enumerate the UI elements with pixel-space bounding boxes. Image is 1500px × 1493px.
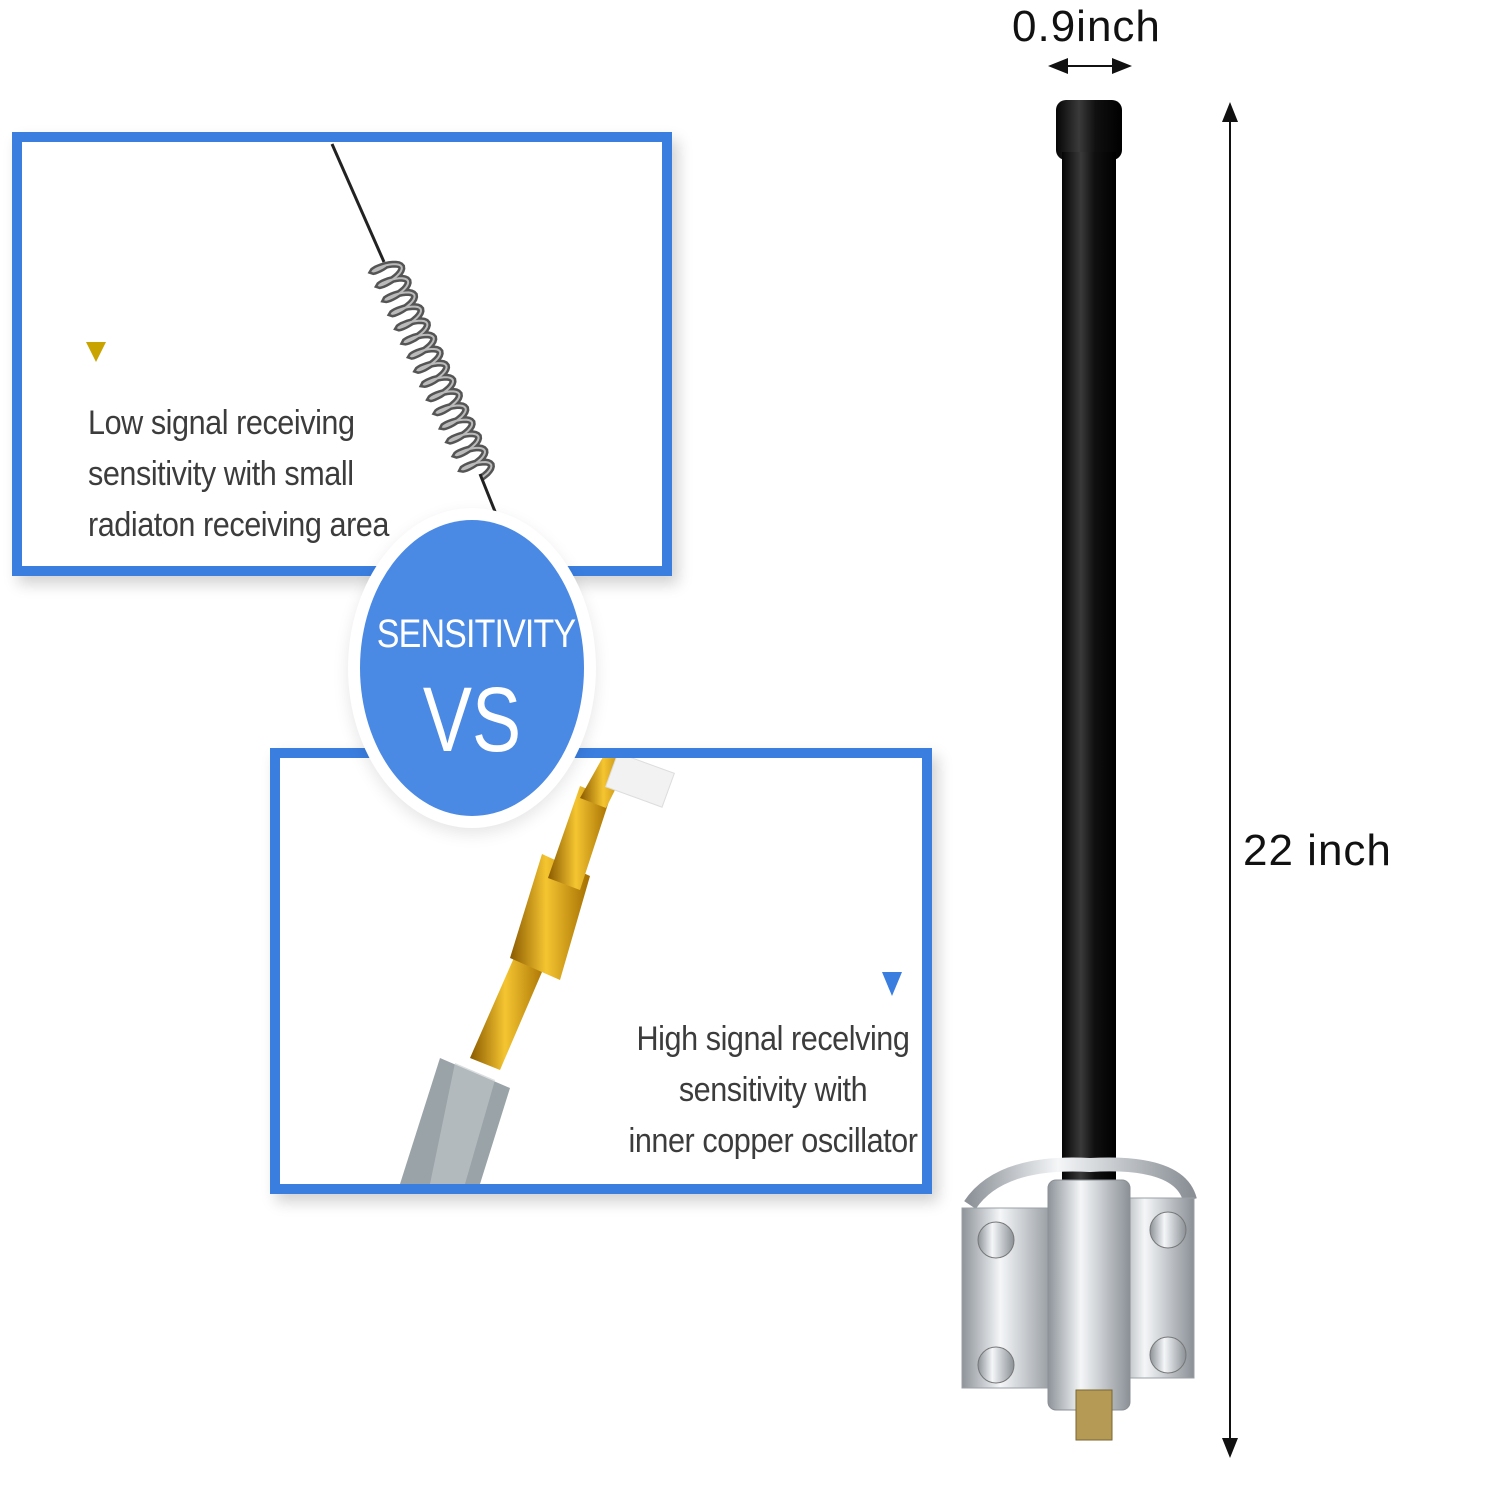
sensitivity-vs-badge: SENSITIVITY VS	[360, 520, 584, 816]
low-sensitivity-panel: Low signal receiving sensitivity with sm…	[12, 132, 672, 576]
badge-title: SENSITIVITY	[376, 612, 576, 656]
high-sensitivity-panel: High signal recelving sensitivity with i…	[270, 748, 932, 1194]
spring-coil-antenna-icon	[330, 143, 498, 515]
high-sensitivity-caption: High signal recelving sensitivity with i…	[620, 1014, 926, 1167]
height-dimension-label: 22 inch	[1243, 826, 1392, 875]
fiberglass-antenna-icon	[961, 58, 1238, 1458]
width-dimension-label: 0.9inch	[1012, 2, 1161, 51]
triangle-marker-icon	[882, 972, 902, 996]
caption-line: High signal recelving	[636, 1020, 910, 1058]
triangle-marker-icon	[86, 342, 106, 362]
caption-line: radiaton receiving area	[88, 506, 389, 544]
caption-line: Low signal receiving	[88, 404, 355, 442]
caption-line: sensitivity with	[678, 1071, 868, 1109]
caption-line: sensitivity with small	[88, 455, 354, 493]
low-sensitivity-caption: Low signal receiving sensitivity with sm…	[88, 398, 394, 551]
badge-vs-text: VS	[422, 669, 522, 771]
copper-oscillator-icon	[400, 758, 675, 1184]
caption-line: inner copper oscillator	[628, 1122, 918, 1160]
